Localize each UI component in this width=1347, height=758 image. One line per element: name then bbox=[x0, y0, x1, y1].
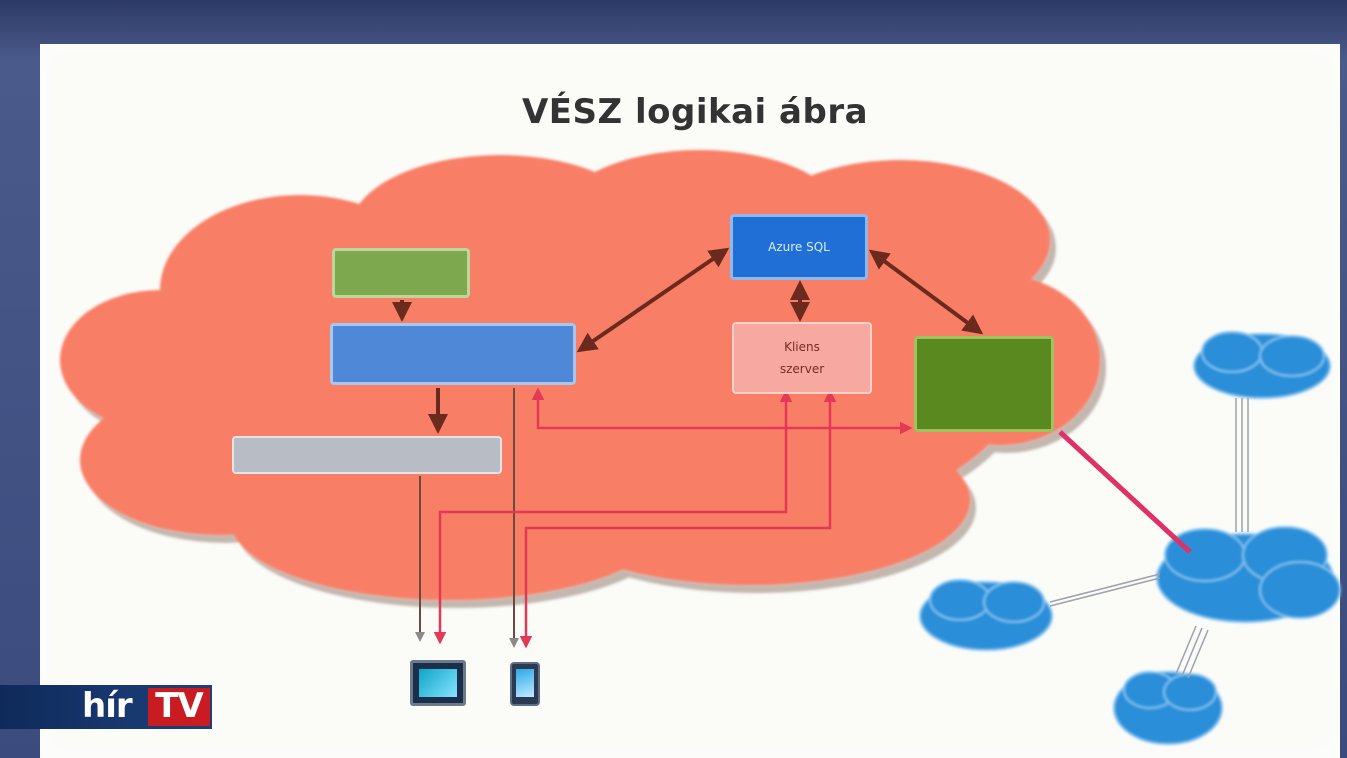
dark-green-service-box bbox=[914, 336, 1054, 432]
red-arrows bbox=[433, 387, 913, 649]
azure-sql-box: Azure SQL bbox=[730, 214, 868, 280]
slide-title: VÉSZ logikai ábra bbox=[521, 92, 869, 132]
blue-service-box bbox=[330, 323, 576, 385]
pink-link bbox=[1058, 430, 1192, 554]
small-cloud-bottom bbox=[1113, 671, 1223, 745]
gray-service-box bbox=[232, 436, 502, 474]
client-server-box: Kliens szerver bbox=[732, 322, 872, 394]
small-cloud-hub bbox=[1156, 526, 1341, 623]
channel-logo-red-block bbox=[148, 688, 210, 726]
phone-icon bbox=[510, 662, 540, 706]
green-service-box bbox=[332, 248, 470, 298]
small-cloud-left bbox=[919, 579, 1053, 651]
channel-logo-tv: TV bbox=[155, 686, 204, 726]
cloud-links bbox=[1049, 398, 1249, 679]
small-cloud-top bbox=[1193, 331, 1331, 399]
tablet-icon bbox=[410, 660, 466, 706]
channel-logo-hir: hír bbox=[82, 686, 133, 726]
